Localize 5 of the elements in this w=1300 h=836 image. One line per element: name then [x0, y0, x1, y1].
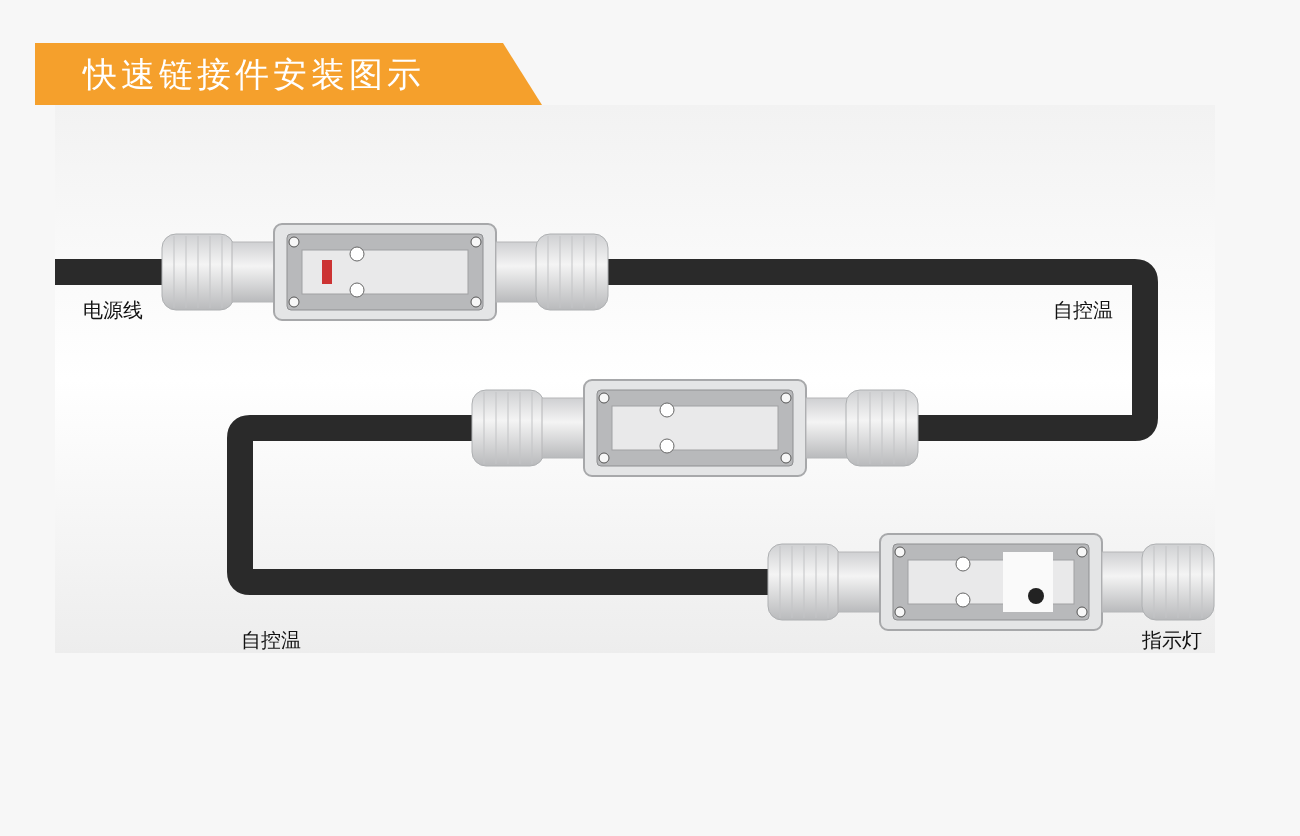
title-banner: 快速链接件安装图示: [35, 43, 542, 105]
cable-label: 自控温: [241, 627, 301, 654]
cable-label: 电源线: [83, 297, 143, 324]
cable-label: 自控温: [1053, 297, 1113, 324]
cable-label: 指示灯: [1142, 627, 1202, 654]
